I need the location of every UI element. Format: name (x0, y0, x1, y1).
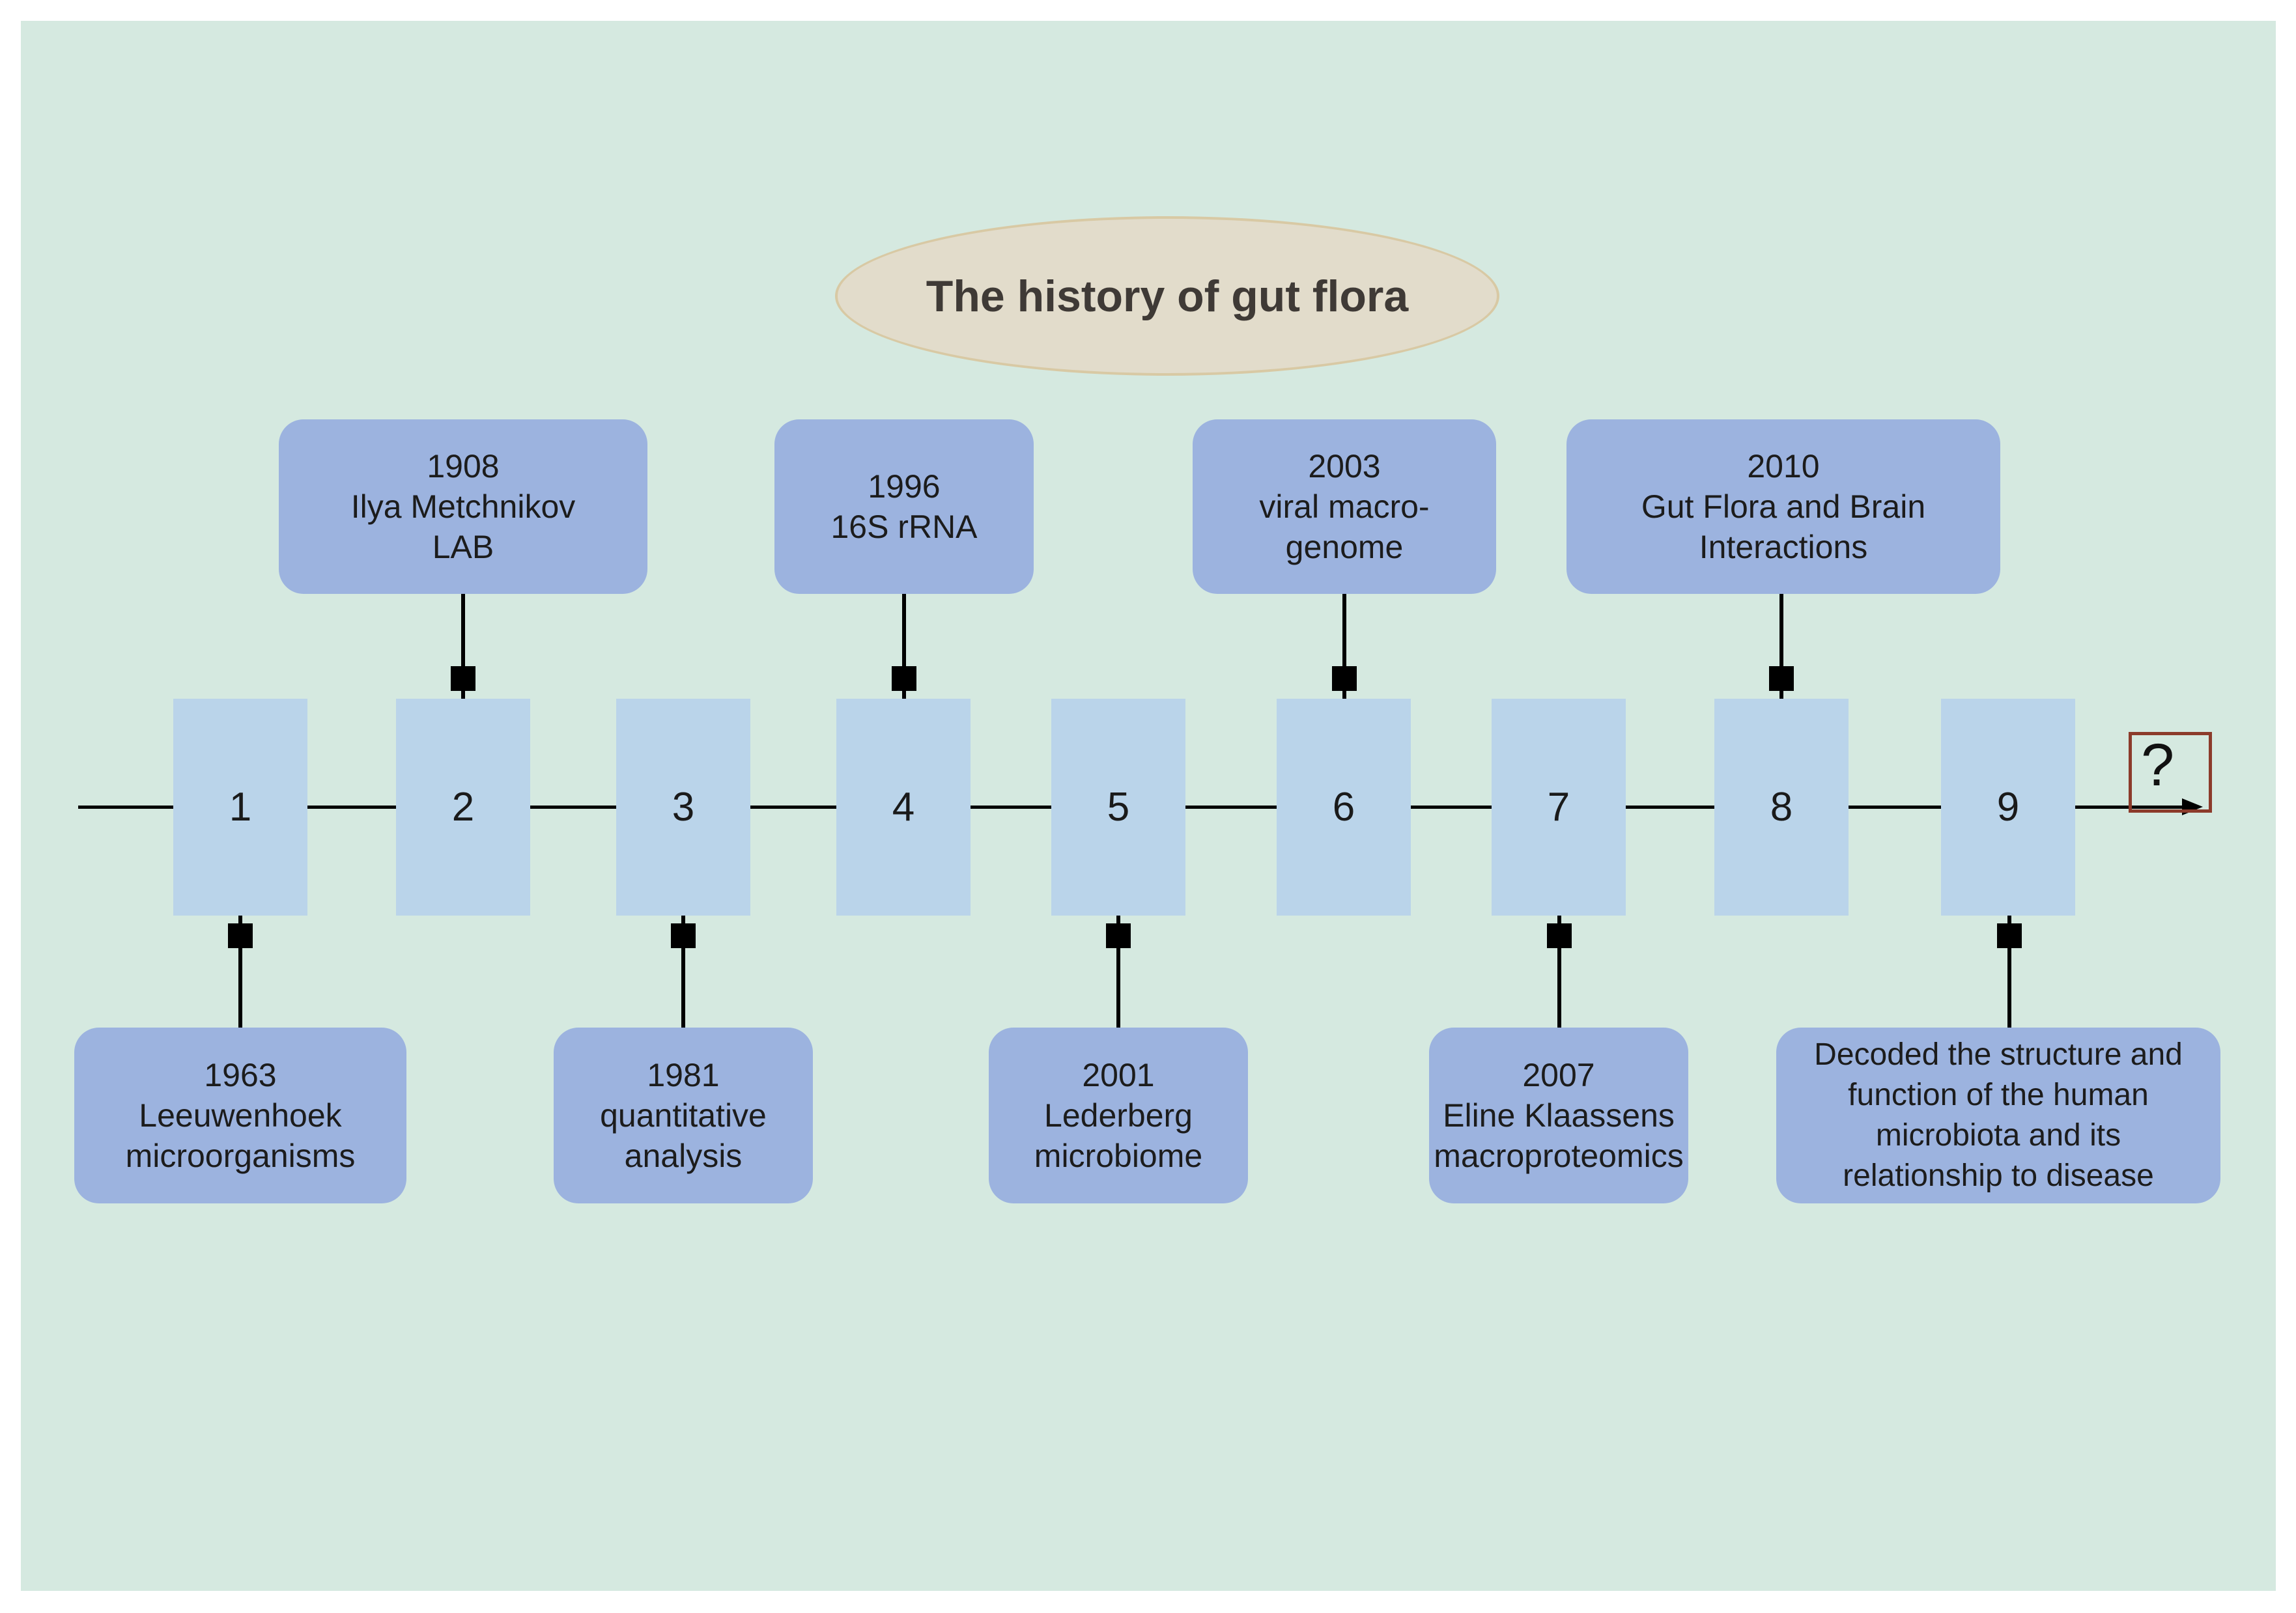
event-year: 1963 (204, 1057, 277, 1093)
event-text: relationship to disease (1843, 1158, 2154, 1193)
event-text: LAB (432, 529, 494, 565)
event-year: 1908 (427, 448, 500, 484)
connector-bottom-3 (681, 916, 685, 1028)
event-box-2001: 2001 Lederberg microbiome (989, 1028, 1248, 1203)
event-text: quantitative (600, 1097, 767, 1134)
timeline-box-1: 1 (173, 699, 307, 916)
connector-top-2 (461, 594, 465, 699)
event-year: 1981 (647, 1057, 720, 1093)
event-text: Leeuwenhoek (139, 1097, 342, 1134)
connector-bottom-1 (238, 916, 242, 1028)
event-text: viral macro- (1259, 488, 1430, 525)
event-text: analysis (624, 1138, 743, 1174)
event-box-2010: 2010 Gut Flora and Brain Interactions (1566, 419, 2000, 594)
question-mark: ? (2141, 732, 2175, 798)
event-box-2003: 2003 viral macro- genome (1193, 419, 1496, 594)
timeline-box-6: 6 (1277, 699, 1411, 916)
event-year: 2010 (1747, 448, 1820, 484)
connector-top-8 (1779, 594, 1783, 699)
event-text: genome (1285, 529, 1404, 565)
connector-marker-bottom-3 (671, 923, 696, 948)
event-box-1996: 1996 16S rRNA (774, 419, 1034, 594)
event-text: 16S rRNA (830, 509, 978, 545)
future-question-box: ? (2129, 732, 2212, 813)
event-text: microbiota and its (1875, 1118, 2121, 1153)
connector-top-4 (902, 594, 906, 699)
timeline-box-9: 9 (1941, 699, 2075, 916)
connector-marker-top-8 (1769, 666, 1794, 691)
timeline-box-7: 7 (1492, 699, 1626, 916)
event-box-microbiota-disease: Decoded the structure and function of th… (1776, 1028, 2220, 1203)
connector-marker-top-4 (892, 666, 916, 691)
diagram-canvas: The history of gut flora ? 1 2 3 4 5 6 7… (21, 21, 2276, 1591)
connector-marker-bottom-5 (1106, 923, 1131, 948)
event-year: 1996 (868, 468, 941, 505)
timeline-box-4: 4 (836, 699, 971, 916)
connector-marker-bottom-7 (1547, 923, 1572, 948)
connector-bottom-5 (1116, 916, 1120, 1028)
connector-marker-bottom-9 (1997, 923, 2022, 948)
event-text: Gut Flora and Brain (1641, 488, 1926, 525)
connector-marker-top-2 (451, 666, 475, 691)
event-box-2007: 2007 Eline Klaassens macroproteomics (1429, 1028, 1688, 1203)
timeline-box-5: 5 (1051, 699, 1185, 916)
diagram-title: The history of gut flora (926, 271, 1409, 321)
event-text: microbiome (1034, 1138, 1203, 1174)
event-text: microorganisms (125, 1138, 356, 1174)
event-box-1908: 1908 Ilya Metchnikov LAB (279, 419, 647, 594)
connector-marker-top-6 (1332, 666, 1357, 691)
event-box-1963: 1963 Leeuwenhoek microorganisms (74, 1028, 406, 1203)
event-text: macroproteomics (1434, 1138, 1684, 1174)
timeline-box-2: 2 (396, 699, 530, 916)
connector-marker-bottom-1 (228, 923, 253, 948)
event-text: Decoded the structure and (1814, 1037, 2183, 1072)
event-text: Interactions (1699, 529, 1868, 565)
event-year: 2001 (1082, 1057, 1155, 1093)
event-year: 2007 (1522, 1057, 1595, 1093)
connector-top-6 (1342, 594, 1346, 699)
connector-bottom-9 (2007, 916, 2011, 1028)
event-text: Ilya Metchnikov (350, 488, 576, 525)
timeline-box-3: 3 (616, 699, 750, 916)
event-text: function of the human (1848, 1078, 2149, 1112)
event-text: Eline Klaassens (1443, 1097, 1675, 1134)
title-ellipse: The history of gut flora (835, 216, 1499, 376)
connector-bottom-7 (1557, 916, 1561, 1028)
event-text: Lederberg (1044, 1097, 1193, 1134)
event-year: 2003 (1308, 448, 1381, 484)
timeline-box-8: 8 (1714, 699, 1849, 916)
event-box-1981: 1981 quantitative analysis (554, 1028, 813, 1203)
